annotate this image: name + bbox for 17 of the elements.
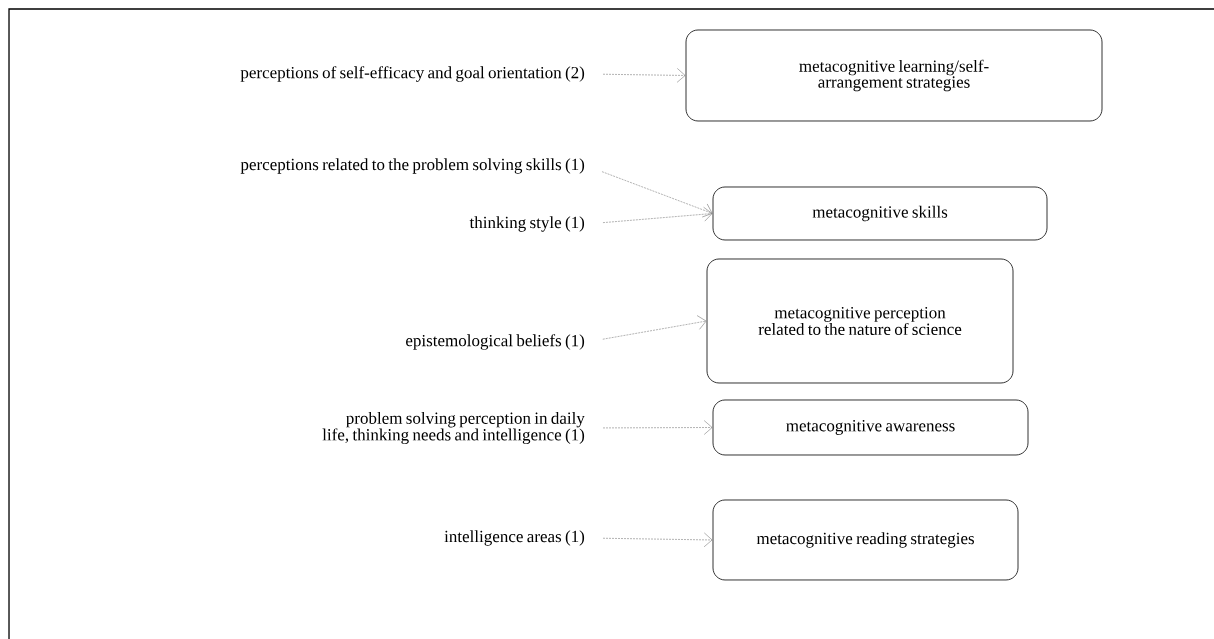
factor-label: perceptions of self-efficacy and goal orientation (2): [240, 66, 585, 82]
factor-label: perceptions related to the problem solving skills (1): [240, 158, 585, 174]
factor-label: epistemological beliefs (1): [406, 334, 585, 350]
factor-label: thinking style (1): [469, 216, 585, 232]
arrow: [602, 68, 686, 83]
arrow: [602, 420, 713, 435]
rounded-box: metacognitive awareness: [712, 399, 1029, 456]
rounded-box: metacognitive perception related to the nature of science: [706, 258, 1014, 384]
arrow: [602, 315, 707, 340]
arrow: [602, 532, 713, 548]
factor-label: intelligence areas (1): [444, 530, 585, 546]
arrow: [601, 171, 713, 218]
rounded-box: metacognitive learning/self-arrangement strategies: [685, 29, 1103, 122]
arrow: [602, 206, 713, 223]
rounded-box: metacognitive reading strategies: [712, 499, 1019, 581]
factor-label: problem solving perception in daily life, thinking needs and intelligence (1): [322, 411, 585, 445]
rounded-box: metacognitive skills: [712, 186, 1048, 241]
